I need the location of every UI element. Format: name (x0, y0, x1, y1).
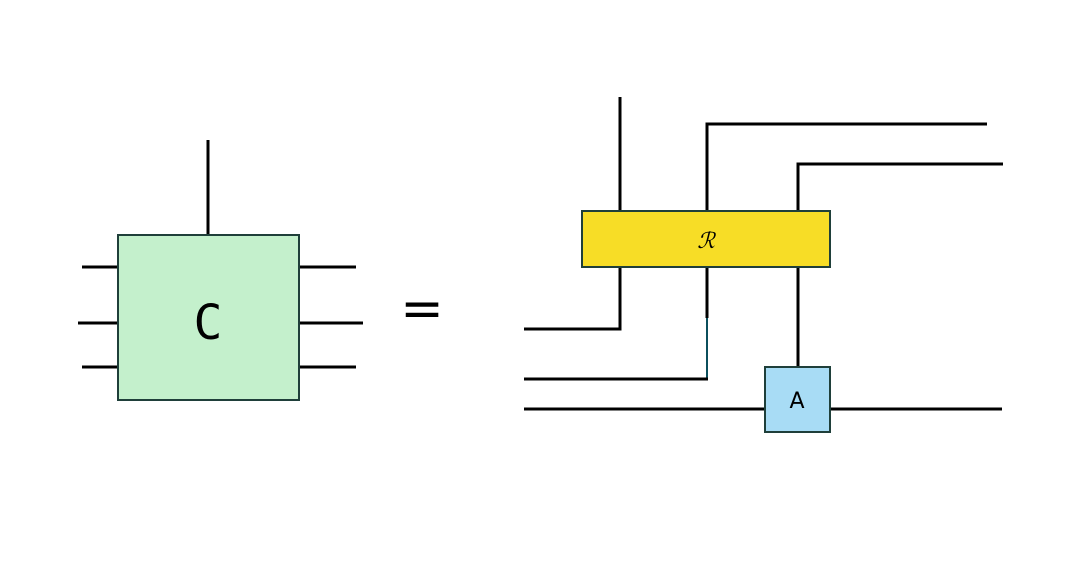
r-wire-3-up (796, 162, 1003, 212)
c-box-label: C (194, 295, 223, 351)
r-box-label: ℛ (697, 229, 716, 254)
equals-sign: = (400, 279, 444, 339)
a-box (764, 366, 831, 433)
r-box (581, 210, 831, 268)
r-wire-2-up (705, 122, 987, 212)
left-diagram: C (78, 140, 363, 401)
a-box-label: A (789, 389, 804, 414)
r-wire-1-down (524, 266, 622, 331)
c-box (117, 234, 300, 401)
right-diagram: ℛ A (524, 97, 1003, 433)
